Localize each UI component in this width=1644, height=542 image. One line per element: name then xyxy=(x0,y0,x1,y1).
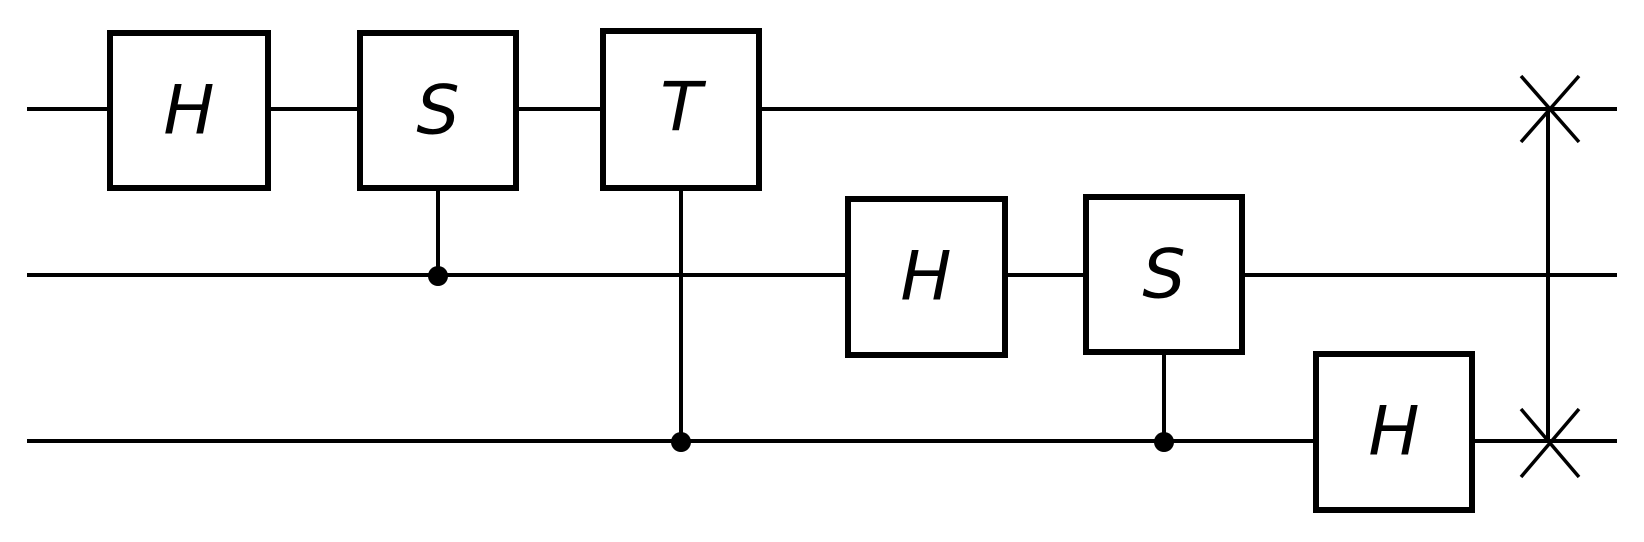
control-cs1 xyxy=(428,188,448,286)
swap-x-top xyxy=(1519,74,1581,144)
gate-label: H xyxy=(900,238,951,317)
gate-label: S xyxy=(416,72,459,151)
gate-s-qubit-0: S xyxy=(357,30,519,191)
gate-h-qubit-2: H xyxy=(1313,351,1475,513)
gate-h-qubit-0: H xyxy=(107,30,271,191)
gate-label: H xyxy=(163,72,214,151)
gate-label: S xyxy=(1142,236,1185,315)
gate-h-qubit-1: H xyxy=(845,196,1008,358)
control-dot xyxy=(671,432,691,452)
control-dot xyxy=(1154,432,1174,452)
gate-label: T xyxy=(660,69,706,148)
gate-s-qubit-1: S xyxy=(1083,194,1245,355)
swap-gate xyxy=(1519,74,1581,479)
gate-t-qubit-0: T xyxy=(600,28,762,191)
gate-label: H xyxy=(1368,393,1419,472)
swap-x-bottom xyxy=(1519,407,1581,479)
control-cs2 xyxy=(1154,352,1174,452)
control-dot xyxy=(428,266,448,286)
control-ct1 xyxy=(671,188,691,452)
